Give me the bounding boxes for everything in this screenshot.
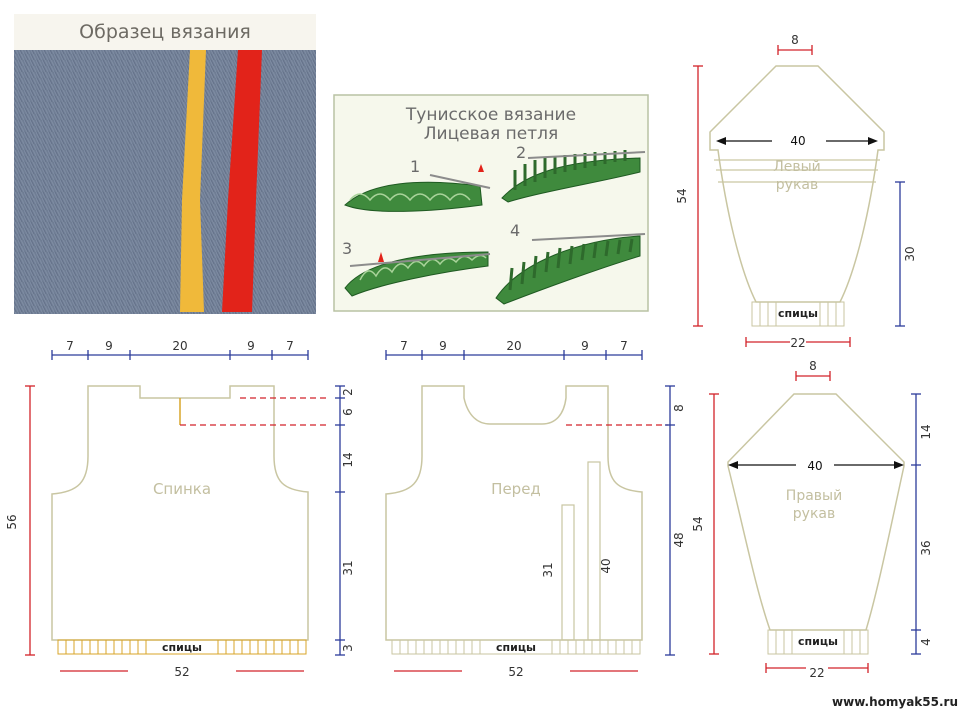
step-2-illustration: 2 — [501, 143, 646, 203]
front-dim-1: 7 — [400, 339, 408, 353]
front-ribbing: спицы — [391, 639, 641, 655]
step-2-number: 2 — [516, 143, 526, 162]
right-sleeve-width: 40 — [728, 459, 904, 473]
back-ribbing: спицы — [57, 639, 307, 655]
left-sleeve-top: 8 — [791, 33, 799, 47]
inset-title-2: Лицевая петля — [424, 124, 559, 144]
front-width-dimension: 52 — [394, 665, 638, 679]
inset-title-1: Тунисское вязание — [405, 105, 576, 125]
left-sleeve-height-value: 54 — [675, 188, 689, 203]
tunisian-inset: Тунисское вязание Лицевая петля 1 2 3 — [333, 94, 649, 312]
front-dim-5: 7 — [620, 339, 628, 353]
left-sleeve-piece: 8 40 Левый рукав спицы 54 — [675, 33, 917, 350]
right-sleeve-dim-3: 4 — [919, 638, 933, 646]
front-inner-dim-2: 40 — [599, 558, 613, 573]
back-ribbing-label: спицы — [162, 641, 202, 654]
front-ribbing-label: спицы — [496, 641, 536, 654]
right-sleeve-height: 54 — [691, 393, 719, 655]
yellow-stripe — [180, 50, 206, 312]
knitting-sample: Образец вязания — [14, 14, 316, 314]
back-dim-5: 7 — [286, 339, 294, 353]
left-sleeve-cuff: 22 — [745, 336, 851, 350]
front-dim-2: 9 — [439, 339, 447, 353]
back-right-dim-2: 6 — [341, 408, 355, 416]
left-sleeve-side-value: 30 — [903, 246, 917, 261]
sample-title-bar — [14, 14, 316, 50]
front-top-dimensions: 7 9 20 9 7 — [385, 339, 643, 360]
right-sleeve-top: 8 — [809, 359, 817, 373]
back-label: Спинка — [153, 480, 211, 498]
right-sleeve-dim-2: 36 — [919, 540, 933, 555]
left-sleeve-width: 40 — [716, 134, 878, 148]
front-label: Перед — [491, 480, 541, 498]
right-sleeve-piece: 8 40 Правый рукав спицы 54 — [691, 359, 933, 680]
right-sleeve-label-2: рукав — [793, 506, 835, 522]
red-stripe — [222, 50, 262, 312]
back-right-dim-1: 2 — [341, 388, 355, 396]
front-piece: 7 9 20 9 7 31 40 спицы Перед 52 8 — [385, 339, 686, 679]
front-right-dim-1: 8 — [672, 404, 686, 412]
front-right-dimensions: 8 48 — [665, 385, 686, 656]
sample-title: Образец вязания — [79, 21, 251, 43]
left-sleeve-label-2: рукав — [776, 177, 818, 193]
step-4-number: 4 — [510, 221, 520, 240]
back-height: 56 — [5, 514, 19, 529]
placket-strip-short — [561, 504, 575, 641]
step-3-number: 3 — [342, 239, 352, 258]
placket-strip-long — [587, 461, 601, 641]
knit-fabric — [14, 14, 316, 314]
right-sleeve-ribbing-label: спицы — [798, 635, 838, 648]
left-sleeve-width-value: 40 — [790, 134, 805, 148]
back-width-dimension: 52 — [60, 665, 304, 679]
front-right-dim-2: 48 — [672, 532, 686, 547]
step-1-illustration: 1 — [344, 157, 491, 212]
step-3-illustration: 3 — [342, 239, 491, 297]
back-right-dimensions: 2 6 14 31 3 — [335, 385, 355, 656]
right-sleeve-right-dimensions: 14 36 4 — [911, 393, 933, 655]
right-sleeve-cuff-value: 22 — [809, 666, 824, 680]
back-height-dimension: 56 — [5, 385, 35, 656]
back-width: 52 — [174, 665, 189, 679]
front-dim-4: 9 — [581, 339, 589, 353]
right-sleeve-height-value: 54 — [691, 516, 705, 531]
back-piece: 7 9 20 9 7 спицы Спинка 52 56 — [5, 339, 355, 679]
left-sleeve-label-1: Левый — [773, 159, 821, 175]
right-sleeve-top-width: 8 — [795, 359, 831, 381]
right-sleeve-dim-1: 14 — [919, 424, 933, 439]
step-4-illustration: 4 — [495, 221, 646, 305]
back-dim-1: 7 — [66, 339, 74, 353]
back-top-dimensions: 7 9 20 9 7 — [51, 339, 309, 360]
back-dim-3: 20 — [172, 339, 187, 353]
right-sleeve-width-value: 40 — [807, 459, 822, 473]
front-outline — [385, 385, 643, 641]
back-right-dim-4: 31 — [341, 560, 355, 575]
front-width: 52 — [508, 665, 523, 679]
front-inner-dim-1: 31 — [541, 562, 555, 577]
left-sleeve-side: 30 — [895, 181, 917, 327]
watermark: www.homyak55.ru — [832, 695, 958, 709]
left-sleeve-ribbing-label: спицы — [778, 307, 818, 320]
left-sleeve-height: 54 — [675, 65, 703, 327]
back-dim-4: 9 — [247, 339, 255, 353]
back-dim-2: 9 — [105, 339, 113, 353]
back-right-dim-3: 14 — [341, 452, 355, 467]
right-sleeve-cuff: 22 — [765, 663, 869, 680]
right-sleeve-label-1: Правый — [786, 488, 842, 504]
left-sleeve-ribbing: спицы — [751, 301, 845, 327]
back-right-dim-5: 3 — [341, 644, 355, 652]
front-dim-3: 20 — [506, 339, 521, 353]
step-1-number: 1 — [410, 157, 420, 176]
left-sleeve-cuff-value: 22 — [790, 336, 805, 350]
right-sleeve-ribbing: спицы — [767, 629, 869, 655]
left-sleeve-top-width: 8 — [777, 33, 813, 55]
